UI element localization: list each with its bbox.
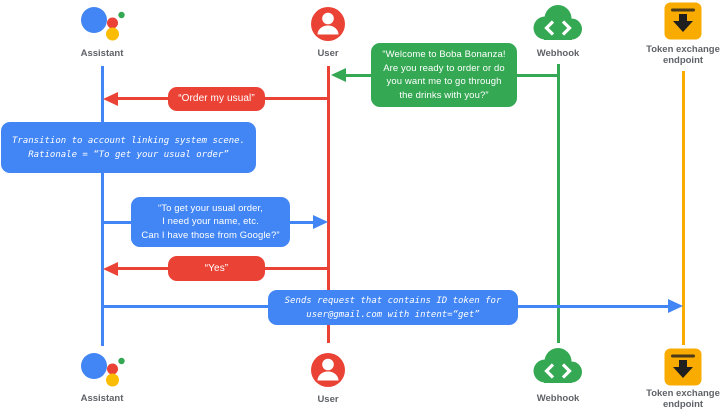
arrow-order-head	[103, 91, 118, 106]
message-ask: “To get your usual order, I need your na…	[131, 197, 290, 247]
message-order-text: “Order my usual”	[178, 93, 255, 105]
note-transition-line: Rationale = “To get your usual order”	[28, 149, 229, 160]
message-yes-text: “Yes”	[204, 262, 229, 274]
webhook-label-top: Webhook	[536, 48, 580, 59]
arrow-ask-head	[313, 215, 328, 229]
message-welcome-line: “Welcome to Boba Bonanza!	[382, 49, 506, 60]
assistant-lifeline	[100, 66, 104, 346]
note-transition-line: Transition to account linking system sce…	[12, 135, 245, 146]
token-exchange-endpoint-icon	[664, 348, 702, 386]
assistant-label-top: Assistant	[80, 48, 124, 59]
user-label-bottom: User	[317, 394, 339, 405]
note-transition: Transition to account linking system sce…	[1, 122, 256, 173]
note-sends-request-line: Sends request that contains ID token for	[284, 295, 502, 306]
user-icon	[310, 352, 346, 388]
webhook-cloud-icon	[530, 3, 586, 43]
arrow-welcome-head	[331, 68, 346, 82]
user-lifeline	[326, 66, 330, 343]
arrow-yes-head	[103, 261, 118, 276]
webhook-label-bottom: Webhook	[536, 393, 580, 404]
message-ask-line: I need your name, etc.	[162, 216, 259, 228]
token-exchange-endpoint-icon	[664, 2, 702, 40]
webhook-lifeline	[556, 64, 560, 343]
token-endpoint-lifeline	[681, 71, 685, 345]
note-sends-request: Sends request that contains ID token for…	[268, 290, 518, 325]
token-endpoint-label-top: Token exchange endpoint	[646, 44, 720, 66]
message-welcome: “Welcome to Boba Bonanza! Are you ready …	[371, 43, 517, 107]
assistant-label-bottom: Assistant	[80, 393, 124, 404]
message-ask-line: “To get your usual order,	[158, 202, 263, 214]
google-assistant-icon	[78, 3, 126, 43]
message-yes: “Yes”	[168, 256, 265, 281]
message-ask-line: Can I have those from Google?”	[141, 229, 280, 241]
arrow-sends-head	[668, 299, 683, 313]
google-assistant-icon	[78, 349, 126, 389]
webhook-cloud-icon	[530, 346, 586, 386]
message-order: “Order my usual”	[168, 87, 265, 111]
message-welcome-line: you want me to go through	[386, 76, 502, 87]
token-endpoint-label-bottom: Token exchange endpoint	[646, 388, 720, 410]
note-sends-request-line: user@gmail.com with intent=“get”	[306, 309, 480, 320]
message-welcome-line: the drinks with you?”	[399, 89, 489, 101]
message-welcome-line: Are you ready to order or do	[383, 62, 505, 74]
user-icon	[310, 6, 346, 42]
user-label-top: User	[317, 48, 339, 59]
